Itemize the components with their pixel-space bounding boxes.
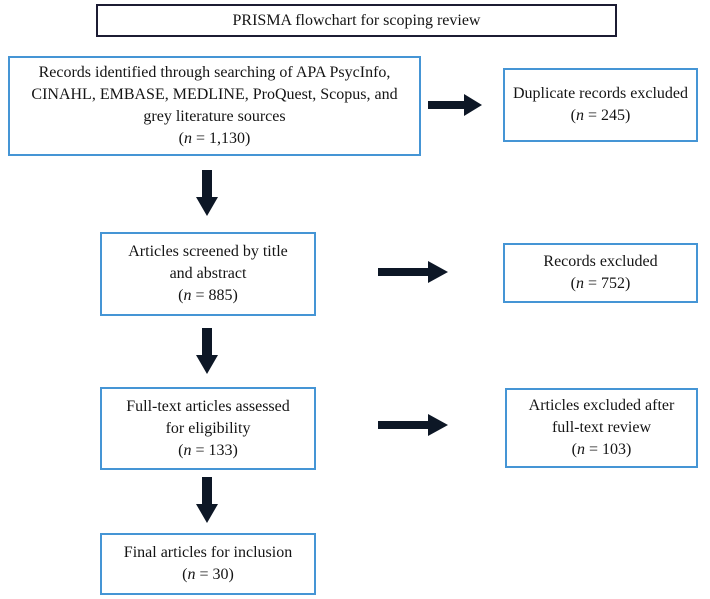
open-paren: ( <box>571 441 577 458</box>
flow-box-fulltext-assessed: Full-text articles assessed for eligibil… <box>100 387 316 470</box>
flow-box-articles-excluded-fulltext: Articles excluded after full-text review… <box>505 388 698 468</box>
n-value: = 133) <box>191 441 238 459</box>
down-arrow-icon <box>192 170 222 216</box>
flow-box-duplicates-excluded: Duplicate records excluded (n = 245) <box>503 68 698 142</box>
figure-title: PRISMA flowchart for scoping review <box>232 11 481 29</box>
open-paren: ( <box>570 275 576 292</box>
n-value: = 752) <box>583 275 631 292</box>
box-n-line: (n = 103) <box>572 439 632 461</box>
n-variable: n <box>187 566 196 583</box>
open-paren: ( <box>570 107 576 124</box>
box-text-line: Records excluded <box>543 253 658 270</box>
open-paren: ( <box>178 287 184 304</box>
n-variable: n <box>576 441 585 458</box>
flow-box-records-excluded: Records excluded (n = 752) <box>503 243 698 303</box>
box-text-line: Articles excluded after <box>528 397 675 414</box>
n-variable: n <box>183 441 192 459</box>
box-text-line: Articles screened by title <box>128 243 288 260</box>
title-box: PRISMA flowchart for scoping review <box>96 4 617 37</box>
box-n-line: (n = 1,130) <box>179 128 251 150</box>
right-arrow-icon <box>378 410 448 440</box>
box-text-line: grey literature sources <box>143 108 286 125</box>
flow-box-final-inclusion: Final articles for inclusion (n = 30) <box>100 533 316 595</box>
box-text-line: CINAHL, EMBASE, MEDLINE, ProQuest, Scopu… <box>31 86 398 103</box>
down-arrow-icon <box>192 328 222 374</box>
box-text-line: full-text review <box>551 419 652 436</box>
n-value: = 885) <box>191 287 238 304</box>
box-text-line: for eligibility <box>165 419 251 437</box>
down-arrow-icon <box>192 477 222 523</box>
box-text-line: Full-text articles assessed <box>126 397 290 415</box>
right-arrow-icon <box>428 90 482 120</box>
n-value: = 245) <box>583 107 631 124</box>
n-value: = 1,130) <box>191 130 251 147</box>
box-n-line: (n = 752) <box>571 273 631 295</box>
n-variable: n <box>183 130 192 147</box>
flow-box-articles-screened: Articles screened by title and abstract … <box>100 232 316 316</box>
flow-box-records-identified: Records identified through searching of … <box>8 56 421 156</box>
n-variable: n <box>575 107 584 124</box>
open-paren: ( <box>178 441 184 459</box>
box-n-line: (n = 30) <box>182 564 234 586</box>
box-n-line: (n = 245) <box>571 105 631 127</box>
box-n-line: (n = 133) <box>178 440 238 462</box>
open-paren: ( <box>178 130 184 147</box>
n-variable: n <box>183 287 192 304</box>
n-value: = 103) <box>584 441 632 458</box>
n-variable: n <box>575 275 584 292</box>
box-text-line: Duplicate records excluded <box>512 85 689 102</box>
box-text-line: Final articles for inclusion <box>123 544 293 561</box>
n-value: = 30) <box>195 566 234 583</box>
right-arrow-icon <box>378 257 448 287</box>
box-text-line: and abstract <box>169 265 247 282</box>
open-paren: ( <box>182 566 188 583</box>
box-n-line: (n = 885) <box>178 285 238 307</box>
box-text-line: Records identified through searching of … <box>38 64 391 81</box>
